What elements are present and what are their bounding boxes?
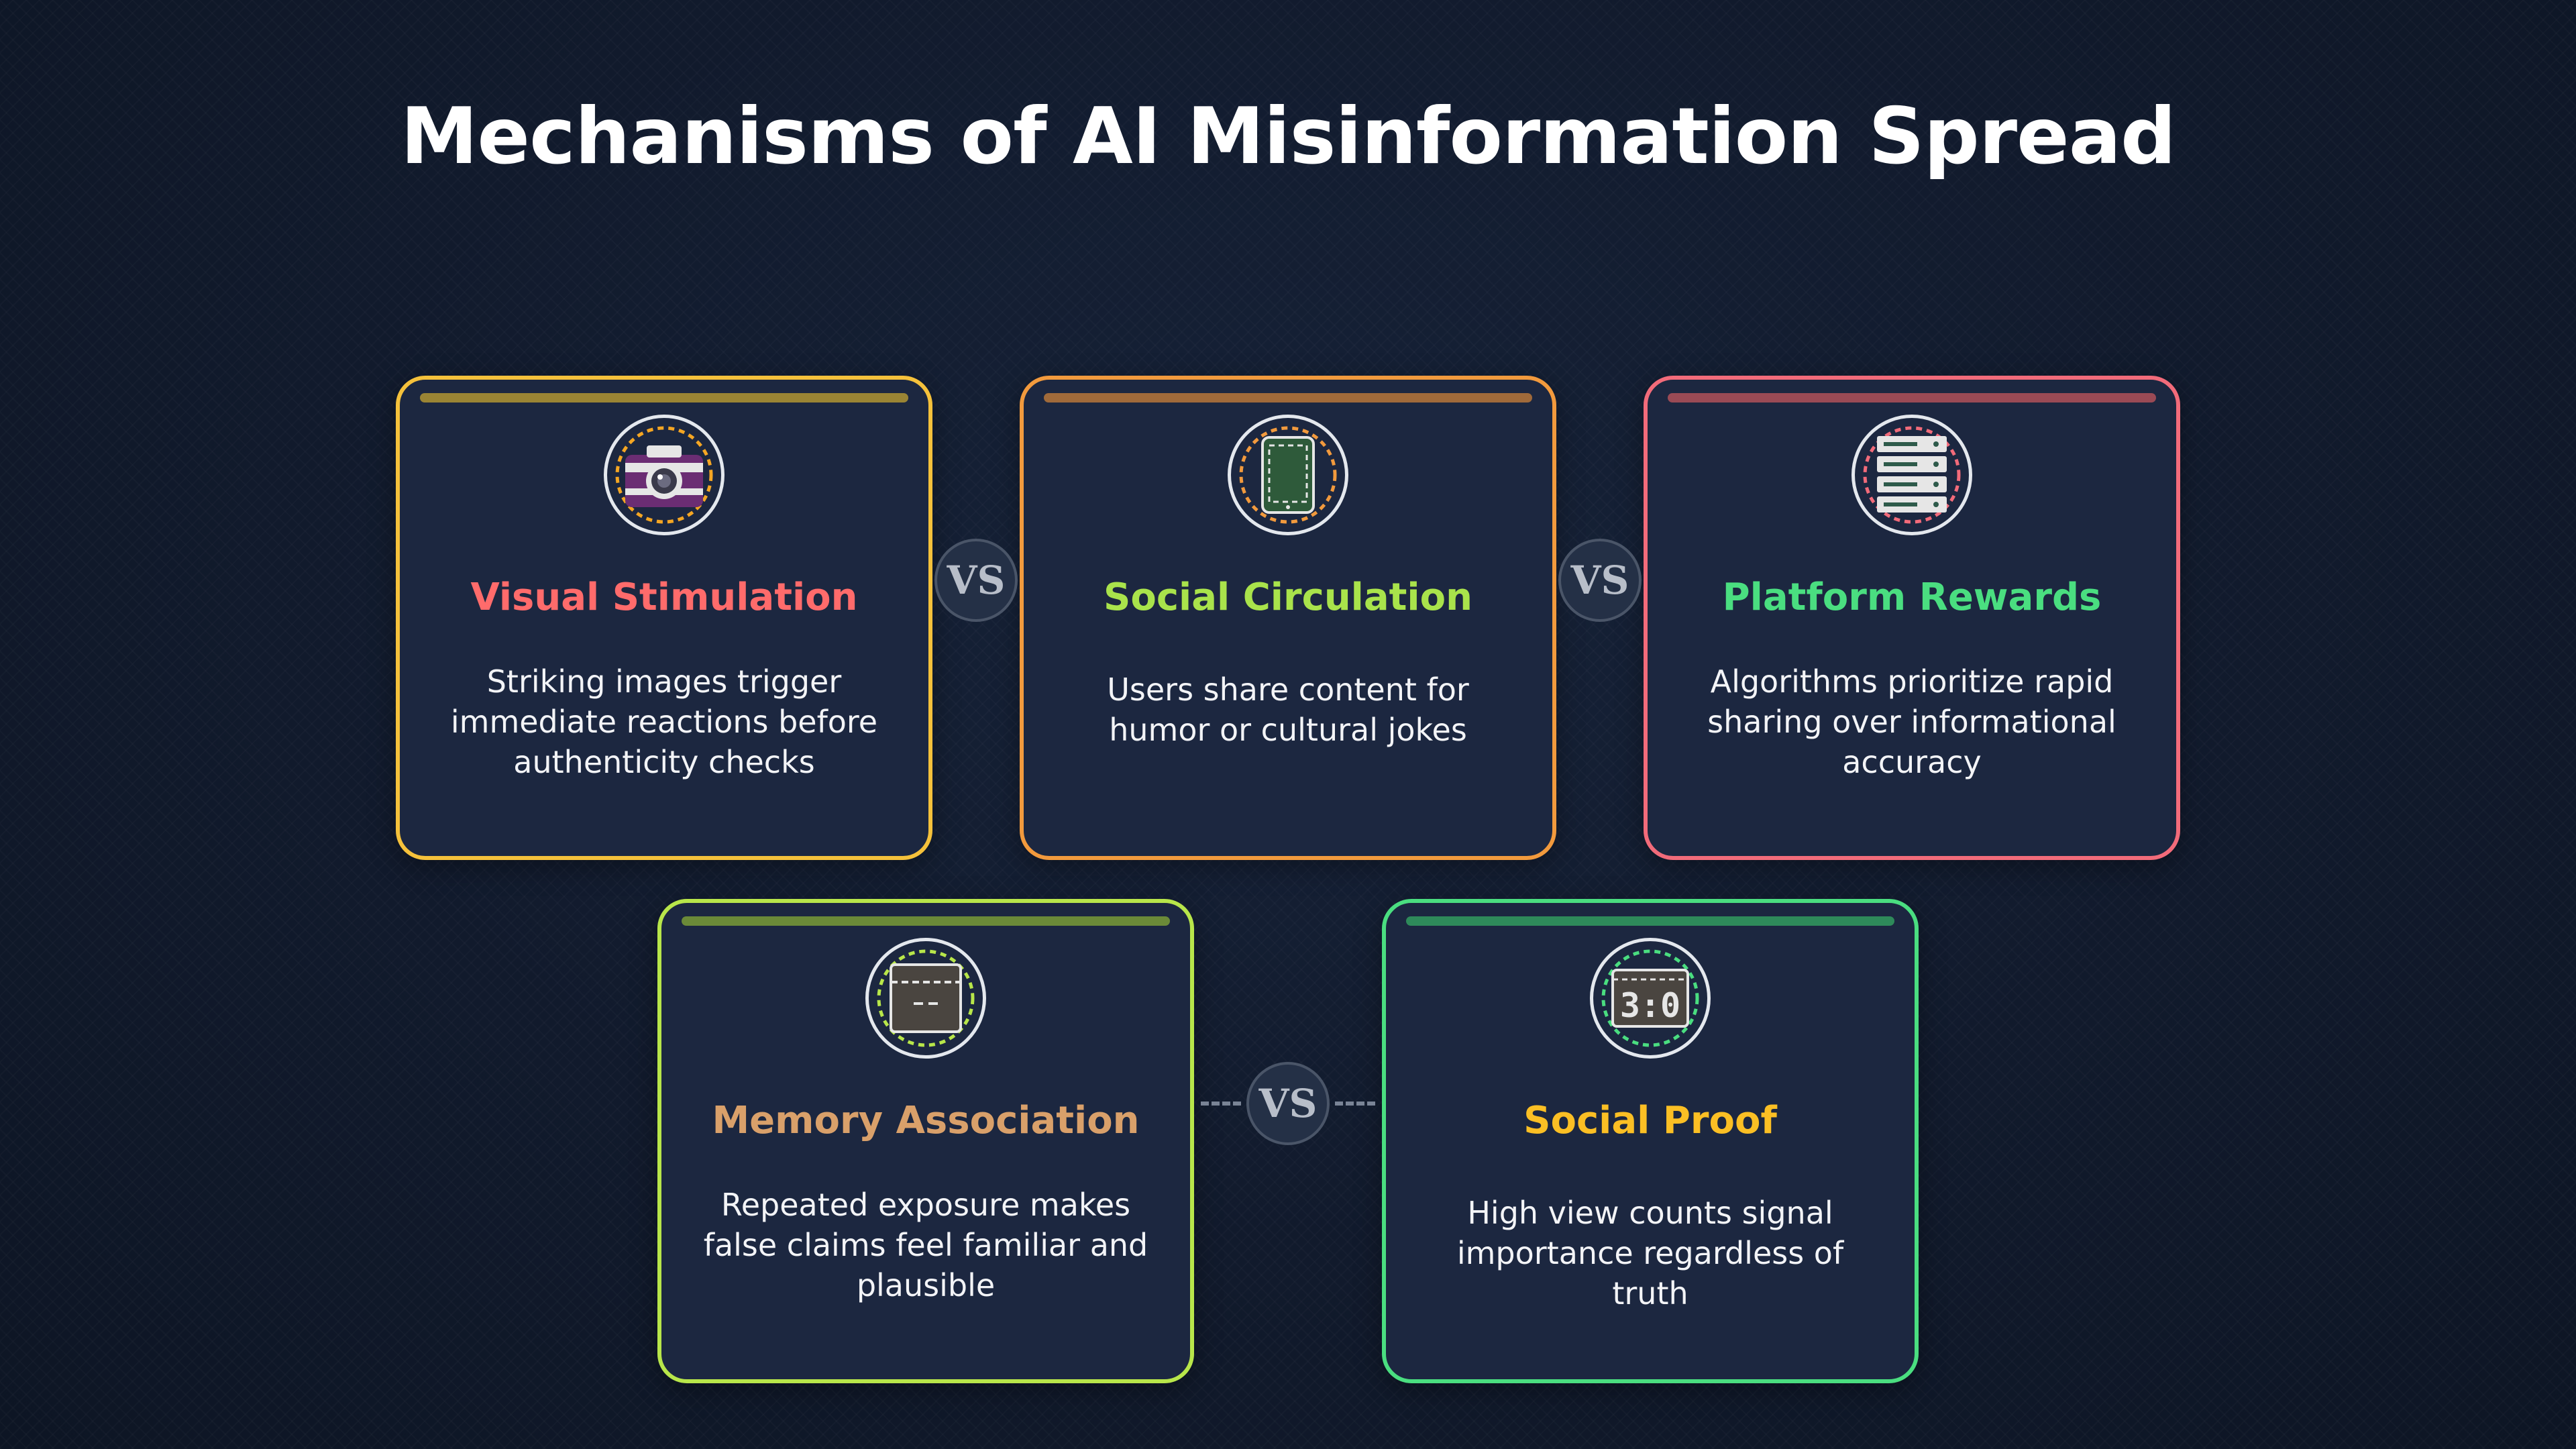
card-visual-stimulation: Visual Stimulation Striking images trigg… [396,376,932,860]
card-top-bar [682,916,1170,926]
card-top-bar [420,393,908,402]
card-title: Visual Stimulation [470,576,858,619]
card-title: Social Proof [1523,1099,1777,1142]
card-social-proof: 3:0 Social Proof High view counts signal… [1382,899,1919,1383]
server-icon [1851,415,1972,535]
card-memory-association: Memory Association Repeated exposure mak… [657,899,1194,1383]
card-description: Algorithms prioritize rapid sharing over… [1707,663,2116,780]
page-title: Mechanisms of AI Misinformation Spread [400,91,2176,182]
card-description: Users share content for humor or cultura… [1107,672,1469,748]
card-description: High view counts signal importance regar… [1456,1195,1844,1311]
scoreboard-score: 3:0 [1620,986,1680,1025]
card-top-bar [1044,393,1532,402]
card-description: Repeated exposure makes false claims fee… [703,1187,1148,1303]
vs-badge: VS [1246,1062,1330,1145]
smartphone-icon [1228,415,1348,535]
card-description: Striking images trigger immediate reacti… [450,663,878,780]
card-top-bar [1668,393,2156,402]
card-top-bar [1406,916,1894,926]
dashed-connector [1201,1102,1241,1106]
card-title: Platform Rewards [1722,576,2102,619]
camera-icon [604,415,724,535]
card-social-circulation: Social Circulation Users share content f… [1020,376,1556,860]
card-title: Memory Association [712,1099,1140,1142]
vs-badge: VS [934,539,1018,622]
vs-badge: VS [1558,539,1642,622]
card-title: Social Circulation [1104,576,1472,619]
scoreboard-icon: 3:0 [1590,938,1711,1059]
card-platform-rewards: Platform Rewards Algorithms prioritize r… [1644,376,2180,860]
calendar-icon [865,938,986,1059]
dashed-connector [1335,1102,1375,1106]
